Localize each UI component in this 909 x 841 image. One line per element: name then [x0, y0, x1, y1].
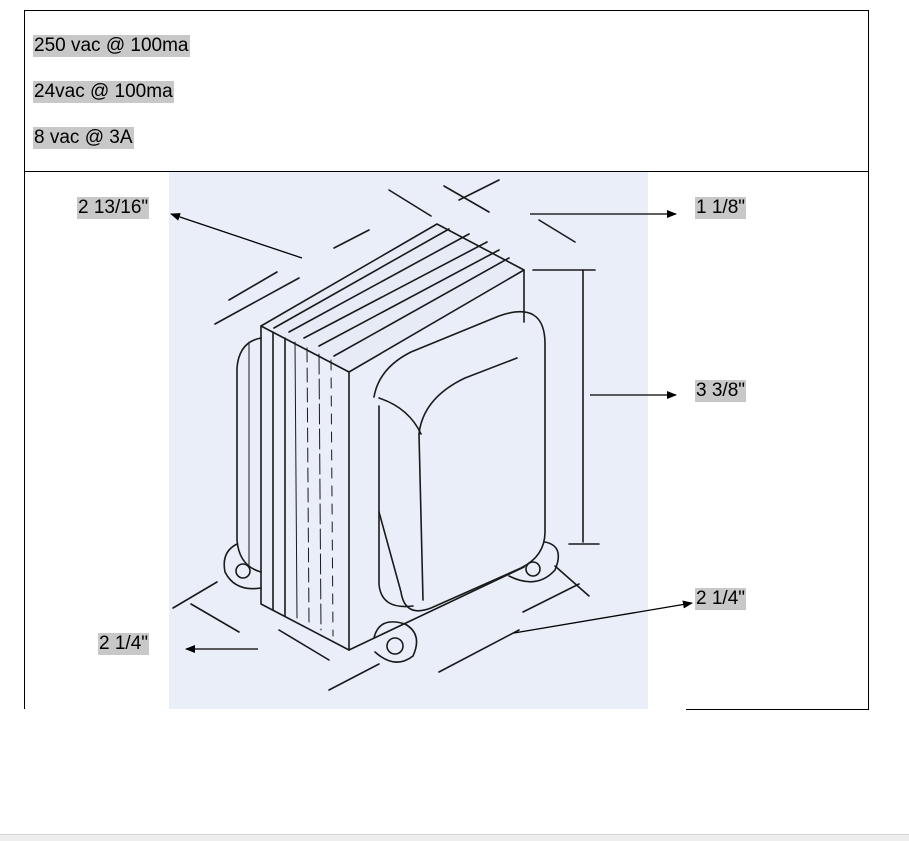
- arrow-base-right: [513, 600, 693, 634]
- frame-bottom-border: [686, 709, 869, 710]
- dimension-base-left-label: 2 1/4": [98, 633, 150, 655]
- spec-line-1: 250 vac @ 100ma: [33, 35, 190, 57]
- spec-line-3: 8 vac @ 3A: [33, 127, 134, 149]
- page-bottom-edge: [0, 834, 909, 841]
- transformer-illustration: [172, 179, 600, 691]
- dimension-base-right-label: 2 1/4": [695, 588, 747, 610]
- dimension-height-label: 3 3/8": [695, 380, 747, 402]
- frame-right-border: [868, 171, 869, 710]
- arrow-length: [170, 213, 303, 259]
- dimension-depth-label: 1 1/8": [695, 197, 747, 219]
- transformer-drawing: [169, 172, 648, 709]
- frame-left-border: [24, 171, 25, 709]
- spec-line-2: 24vac @ 100ma: [33, 81, 174, 103]
- dimension-length-label: 2 13/16": [77, 197, 150, 219]
- specifications-box: 250 vac @ 100ma 24vac @ 100ma 8 vac @ 3A: [24, 10, 869, 172]
